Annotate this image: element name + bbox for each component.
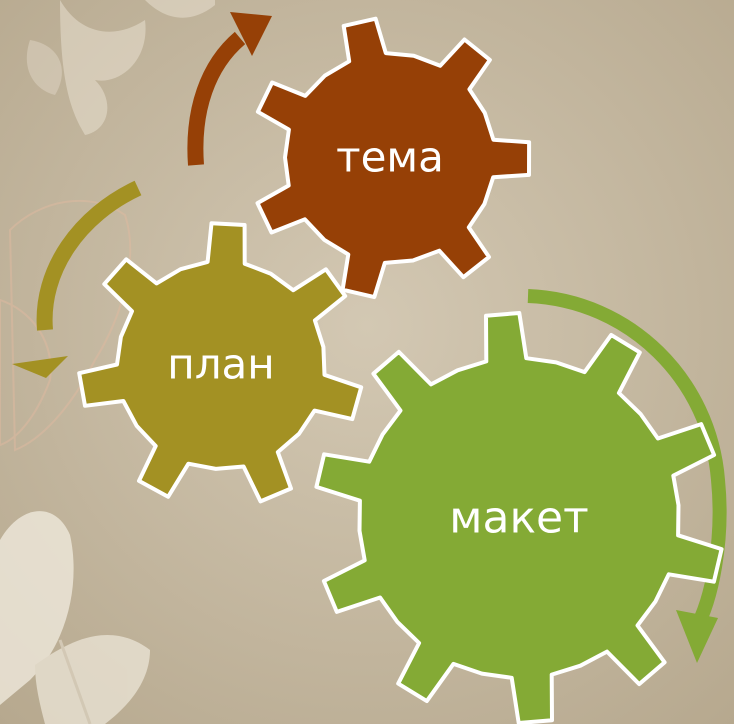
arrow-to-plan-icon: [12, 180, 142, 378]
gears-group: тема план макет: [77, 16, 724, 724]
gear-label-maket: макет: [449, 493, 588, 544]
gear-plan: план: [77, 221, 364, 504]
gear-label-tema: тема: [336, 133, 444, 182]
gear-tema: тема: [255, 16, 532, 300]
gear-maket: макет: [314, 311, 724, 724]
gear-label-plan: план: [167, 340, 275, 389]
butterfly-bottom-left-icon: [0, 511, 150, 724]
butterfly-top-left-icon: [26, 0, 215, 135]
arrow-to-tema-icon: [187, 12, 272, 166]
